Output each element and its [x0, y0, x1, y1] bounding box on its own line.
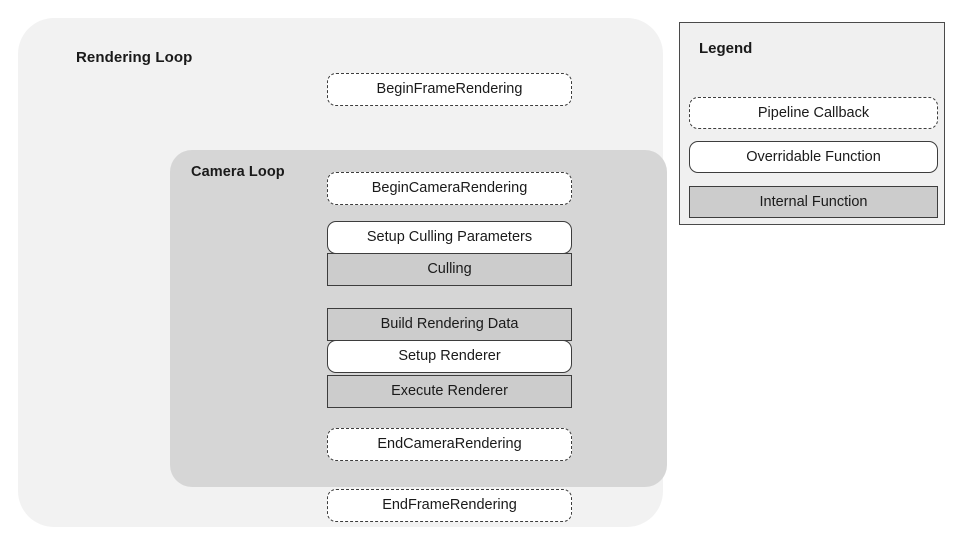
- rendering-loop-title: Rendering Loop: [76, 49, 193, 66]
- node-culling[interactable]: Culling: [327, 253, 572, 286]
- camera-loop-title: Camera Loop: [191, 164, 285, 180]
- node-label: Execute Renderer: [391, 383, 508, 400]
- legend-item-label: Pipeline Callback: [757, 104, 870, 121]
- legend-item-pipeline-callback: Pipeline Callback: [689, 97, 938, 129]
- node-build-rendering-data[interactable]: Build Rendering Data: [327, 308, 572, 341]
- node-label: EndFrameRendering: [382, 497, 517, 514]
- legend-item-label: Overridable Function: [746, 148, 881, 165]
- legend-item-label: Internal Function: [759, 193, 868, 210]
- node-execute-renderer[interactable]: Execute Renderer: [327, 375, 572, 408]
- legend-panel: Legend Pipeline Callback Overridable Fun…: [679, 22, 945, 225]
- node-begin-camera-rendering[interactable]: BeginCameraRendering: [327, 172, 572, 205]
- node-label: EndCameraRendering: [377, 436, 522, 453]
- node-label: Build Rendering Data: [380, 316, 519, 333]
- node-end-frame-rendering[interactable]: EndFrameRendering: [327, 489, 572, 522]
- node-begin-frame-rendering[interactable]: BeginFrameRendering: [327, 73, 572, 106]
- node-label: Setup Renderer: [398, 348, 501, 365]
- node-label: Setup Culling Parameters: [366, 229, 533, 246]
- legend-item-overridable-function: Overridable Function: [689, 141, 938, 173]
- node-end-camera-rendering[interactable]: EndCameraRendering: [327, 428, 572, 461]
- node-setup-renderer[interactable]: Setup Renderer: [327, 340, 572, 373]
- legend-title: Legend: [699, 40, 753, 57]
- legend-item-internal-function: Internal Function: [689, 186, 938, 218]
- node-setup-culling-parameters[interactable]: Setup Culling Parameters: [327, 221, 572, 254]
- node-label: Culling: [427, 261, 472, 278]
- node-label: BeginCameraRendering: [371, 180, 528, 197]
- node-label: BeginFrameRendering: [376, 81, 523, 98]
